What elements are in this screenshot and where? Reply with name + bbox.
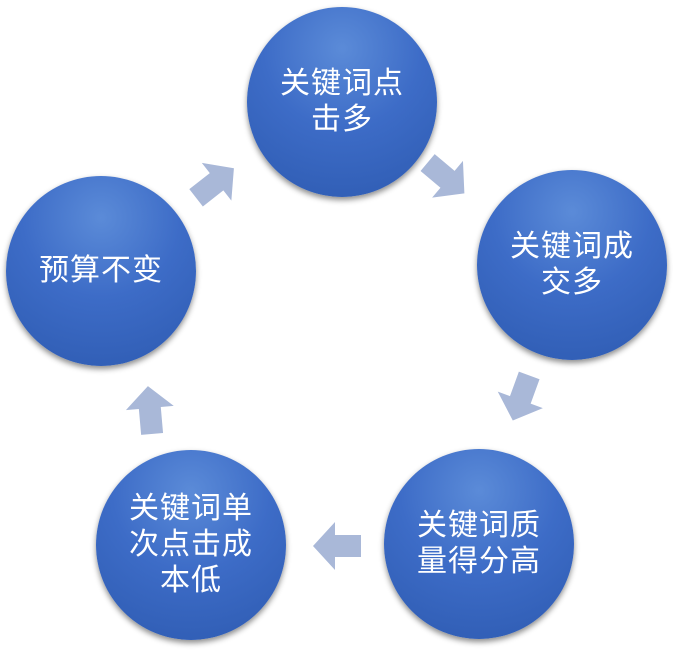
node-label: 关键词单 次点击成 本低	[129, 491, 253, 598]
node-label: 关键词质 量得分高	[417, 508, 541, 579]
arrow-icon	[407, 139, 486, 218]
node-keyword-clicks: 关键词点 击多	[247, 7, 437, 197]
arrow-icon	[485, 362, 557, 434]
node-budget-unchanged: 预算不变	[6, 176, 196, 366]
node-keyword-conversions: 关键词成 交多	[477, 170, 667, 360]
node-label: 关键词点 击多	[280, 66, 404, 137]
node-label: 关键词成 交多	[510, 229, 634, 300]
arrow-icon	[309, 518, 365, 574]
arrow-icon	[120, 380, 181, 441]
node-label: 预算不变	[39, 253, 163, 288]
arrow-icon	[176, 144, 255, 223]
node-keyword-quality-score: 关键词质 量得分高	[384, 449, 574, 639]
node-keyword-cost-per-click: 关键词单 次点击成 本低	[96, 450, 286, 640]
